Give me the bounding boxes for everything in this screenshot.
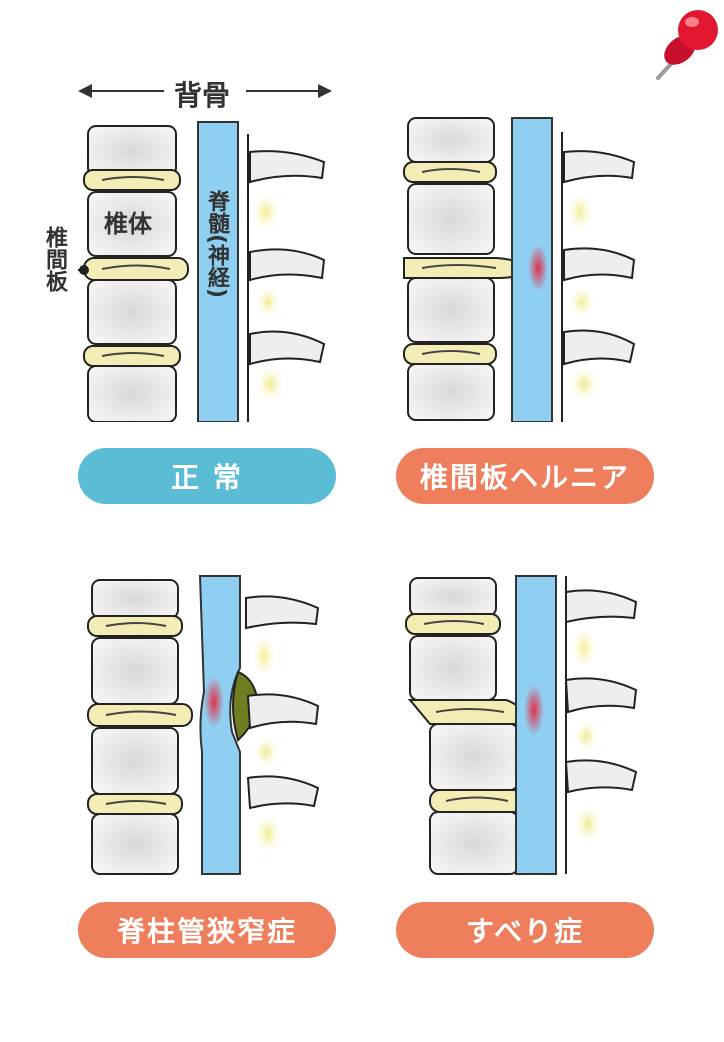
vertebral-body-label: 椎体 bbox=[104, 210, 152, 238]
panel-disc-herniation bbox=[396, 112, 656, 422]
spine-herniation-illustration bbox=[403, 117, 636, 422]
backbone-label: 背骨 bbox=[174, 79, 231, 112]
spine-stenosis-illustration bbox=[87, 575, 320, 875]
condition-disc-herniation-label: 椎間板ヘルニア bbox=[396, 448, 654, 504]
right-arrow-icon bbox=[246, 84, 332, 98]
spine-spondylolisthesis-illustration bbox=[405, 575, 638, 875]
condition-normal-label: 正 常 bbox=[78, 448, 336, 504]
pushpin-icon bbox=[656, 10, 718, 80]
panel-spondylolisthesis bbox=[396, 572, 656, 882]
panel-normal: 椎体 脊髄(神経) bbox=[78, 112, 338, 422]
spine-normal-illustration bbox=[78, 121, 326, 422]
left-arrow-icon bbox=[78, 84, 164, 98]
condition-spondylolisthesis-label: すべり症 bbox=[396, 902, 654, 958]
condition-spinal-stenosis-label: 脊柱管狭窄症 bbox=[78, 902, 336, 958]
disc-label: 椎間板 bbox=[42, 226, 67, 292]
panel-spinal-stenosis bbox=[78, 572, 338, 882]
spinal-cord-label: 脊髄(神経) bbox=[204, 190, 229, 299]
